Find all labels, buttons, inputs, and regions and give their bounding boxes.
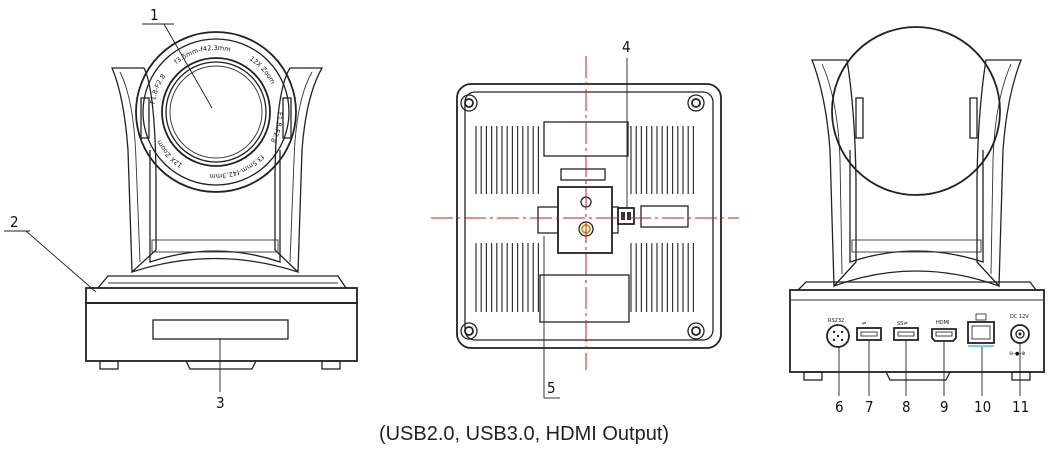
lens-ring-text-4: F1.8-F2.8	[269, 112, 284, 144]
callout-10: 10	[974, 398, 991, 416]
callout-11: 11	[1012, 398, 1029, 416]
usb2-icon: ⇌	[862, 321, 866, 327]
callout-5: 5	[547, 379, 556, 397]
lens-ring-text-3: 12X Zoom	[248, 55, 277, 86]
dc-label: DC 12V	[1010, 314, 1029, 320]
callout-2: 2	[10, 213, 19, 231]
hdmi-label: HDMI	[936, 320, 949, 326]
bottom-view: 4 5	[431, 38, 739, 399]
network-icon	[975, 313, 987, 321]
usb3-icon: SS⇌	[897, 321, 908, 327]
rs232-label: RS232	[828, 318, 844, 324]
figure-caption: (USB2.0, USB3.0, HDMI Output)	[378, 423, 670, 445]
corner-screws	[460, 94, 705, 340]
callout-9: 9	[940, 398, 949, 416]
callout-7: 7	[865, 398, 874, 416]
polarity-icon: ⊖-●-⊕	[1009, 351, 1025, 357]
callout-1: 1	[150, 6, 159, 24]
front-view: F1.8-F2.8 f3.5mm-f42.3mm 12X Zoom F1.8-F…	[4, 6, 358, 412]
callout-4: 4	[622, 38, 631, 56]
rear-view: RS232 ⇌ SS⇌ HDMI DC 12V ⊖-●-⊕ 6 7	[789, 26, 1045, 416]
lens-ring-text-6: 12X Zoom	[155, 139, 184, 170]
callout-6: 6	[835, 398, 844, 416]
callout-8: 8	[902, 398, 911, 416]
callout-3: 3	[216, 394, 225, 412]
vent-slots	[475, 126, 695, 312]
